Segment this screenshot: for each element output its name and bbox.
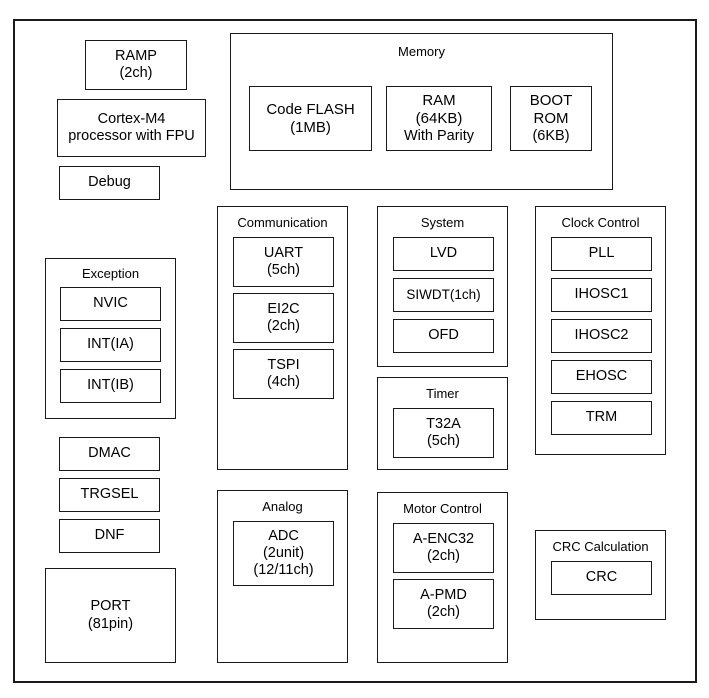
block-ihosc2: IHOSC2 [551, 319, 652, 353]
block-ram-line2: (64KB) [415, 109, 463, 127]
block-uart: UART (5ch) [233, 237, 334, 287]
block-dmac-line1: DMAC [88, 445, 131, 462]
block-cortex-m4-line2: processor with FPU [68, 128, 195, 144]
group-exception-title: Exception [81, 266, 140, 281]
block-ihosc1-line1: IHOSC1 [574, 286, 629, 303]
block-debug-line1: Debug [88, 174, 131, 191]
block-boot-rom-line1: BOOT [529, 92, 573, 110]
block-ram-line3: With Parity [403, 127, 475, 144]
group-system: System LVD SIWDT(1ch) OFD [377, 206, 508, 367]
block-ehosc: EHOSC [551, 360, 652, 394]
block-pll: PLL [551, 237, 652, 271]
block-a-enc32: A-ENC32 (2ch) [393, 523, 494, 573]
block-adc-line1: ADC [268, 527, 299, 544]
block-lvd: LVD [393, 237, 494, 271]
block-port-line2: (81pin) [87, 615, 134, 632]
block-dmac: DMAC [59, 437, 160, 471]
block-cortex-m4: Cortex-M4 processor with FPU [57, 99, 206, 157]
block-lvd-line1: LVD [429, 245, 458, 262]
group-motor-control-title: Motor Control [403, 501, 482, 516]
group-communication-title: Communication [237, 215, 328, 230]
group-motor-control: Motor Control A-ENC32 (2ch) A-PMD (2ch) [377, 492, 508, 663]
group-crc-calculation: CRC Calculation CRC [535, 530, 666, 620]
block-t32a-line1: T32A [426, 415, 461, 432]
block-int-ib: INT(IB) [60, 369, 161, 403]
block-tspi-line1: TSPI [267, 356, 300, 373]
block-trm: TRM [551, 401, 652, 435]
block-boot-rom: BOOT ROM (6KB) [510, 86, 592, 151]
block-pll-line1: PLL [588, 245, 615, 262]
block-adc-line3: (12/11ch) [253, 562, 314, 579]
block-ram: RAM (64KB) With Parity [386, 86, 492, 151]
block-tspi-line2: (4ch) [266, 374, 301, 390]
group-system-title: System [420, 215, 465, 230]
block-ihosc1: IHOSC1 [551, 278, 652, 312]
block-a-pmd-line1: A-PMD [420, 586, 467, 603]
block-ramp-line1: RAMP [115, 47, 157, 64]
block-a-enc32-line1: A-ENC32 [412, 530, 475, 547]
block-trm-line1: TRM [585, 409, 618, 426]
block-dnf-line1: DNF [94, 527, 125, 544]
block-port: PORT (81pin) [45, 568, 176, 663]
block-crc-line1: CRC [585, 569, 618, 586]
block-ihosc2-line1: IHOSC2 [574, 327, 629, 344]
group-exception: Exception NVIC INT(IA) INT(IB) [45, 258, 176, 419]
block-ramp-line2: (2ch) [119, 65, 153, 81]
group-clock-control-title: Clock Control [561, 215, 640, 230]
block-adc: ADC (2unit) (12/11ch) [233, 521, 334, 586]
block-crc: CRC [551, 561, 652, 595]
block-trgsel: TRGSEL [59, 478, 160, 512]
group-clock-control: Clock Control PLL IHOSC1 IHOSC2 EHOSC TR… [535, 206, 666, 455]
block-code-flash: Code FLASH (1MB) [249, 86, 372, 151]
group-analog: Analog ADC (2unit) (12/11ch) [217, 490, 348, 663]
block-int-ia-line1: INT(IA) [87, 336, 134, 353]
block-ofd-line1: OFD [428, 327, 459, 344]
block-a-pmd-line2: (2ch) [426, 604, 461, 620]
block-int-ib-line1: INT(IB) [87, 377, 134, 394]
block-siwdt-line1: SIWDT(1ch) [406, 287, 481, 303]
block-ehosc-line1: EHOSC [575, 368, 628, 385]
block-code-flash-line1: Code FLASH [266, 100, 355, 118]
block-code-flash-line2: (1MB) [290, 118, 331, 136]
group-memory: Memory Code FLASH (1MB) RAM (64KB) With … [230, 33, 613, 190]
block-uart-line2: (5ch) [266, 262, 301, 278]
block-nvic-line1: NVIC [93, 295, 128, 312]
block-nvic: NVIC [60, 287, 161, 321]
block-t32a: T32A (5ch) [393, 408, 494, 458]
block-tspi: TSPI (4ch) [233, 349, 334, 399]
group-timer-title: Timer [426, 386, 459, 401]
block-trgsel-line1: TRGSEL [80, 486, 139, 503]
block-cortex-m4-line1: Cortex-M4 [97, 110, 166, 127]
block-a-pmd: A-PMD (2ch) [393, 579, 494, 629]
block-ei2c: EI2C (2ch) [233, 293, 334, 343]
block-ofd: OFD [393, 319, 494, 353]
block-debug: Debug [59, 166, 160, 200]
block-dnf: DNF [59, 519, 160, 553]
block-siwdt: SIWDT(1ch) [393, 278, 494, 312]
block-ram-line1: RAM [422, 92, 456, 110]
block-a-enc32-line2: (2ch) [426, 548, 461, 564]
group-crc-calculation-title: CRC Calculation [552, 539, 649, 554]
block-ramp: RAMP (2ch) [85, 40, 187, 90]
block-uart-line1: UART [263, 244, 304, 261]
group-analog-title: Analog [262, 499, 303, 514]
group-communication: Communication UART (5ch) EI2C (2ch) TSPI… [217, 206, 348, 470]
block-int-ia: INT(IA) [60, 328, 161, 362]
block-port-line1: PORT [90, 598, 131, 615]
block-adc-line2: (2unit) [262, 544, 305, 561]
block-ei2c-line1: EI2C [267, 300, 300, 317]
block-t32a-line2: (5ch) [426, 433, 461, 449]
block-ei2c-line2: (2ch) [266, 318, 301, 334]
group-timer: Timer T32A (5ch) [377, 377, 508, 470]
block-boot-rom-line3: (6KB) [532, 127, 570, 144]
group-memory-title: Memory [398, 44, 445, 59]
block-boot-rom-line2: ROM [533, 109, 569, 127]
